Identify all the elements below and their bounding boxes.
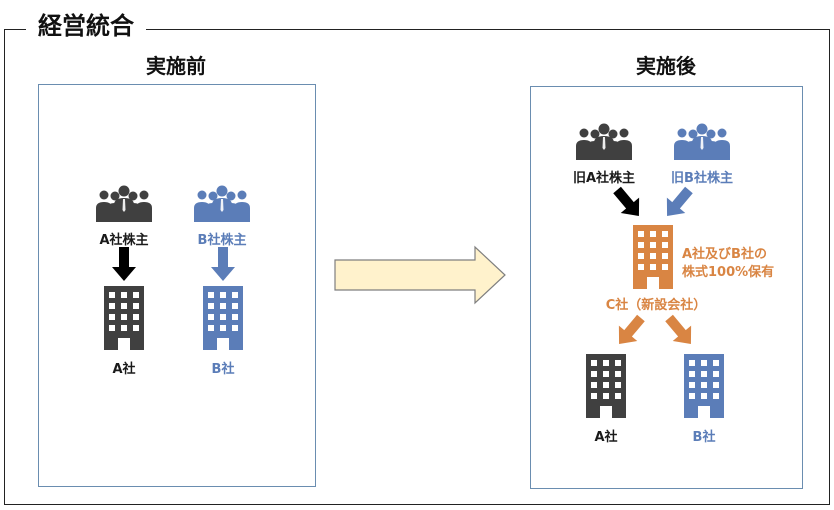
company-c-label: C社（新設会社） xyxy=(605,298,707,313)
building-icon xyxy=(203,286,243,350)
building-icon xyxy=(104,286,144,350)
diagram-title: 経営統合 xyxy=(26,6,146,46)
company-a-after-label: A社 xyxy=(594,430,618,445)
building-icon xyxy=(684,354,724,418)
people-group-icon xyxy=(576,123,632,160)
old-shareholder-a-label: 旧A社株主 xyxy=(572,171,636,186)
company-b-label: B社 xyxy=(211,362,235,377)
before-heading: 実施前 xyxy=(146,54,206,78)
arrow-down-icon xyxy=(112,247,136,281)
building-icon xyxy=(633,225,673,289)
company-a-label: A社 xyxy=(112,362,136,377)
holding-note-line1: A社及びB社の xyxy=(682,247,767,262)
people-group-icon xyxy=(194,185,250,222)
arrow-down-icon xyxy=(618,314,645,345)
arrow-down-icon xyxy=(665,314,692,345)
arrow-right-icon xyxy=(334,245,506,305)
after-heading: 実施後 xyxy=(636,54,696,78)
people-group-icon xyxy=(96,185,152,222)
shareholder-b-label: B社株主 xyxy=(197,233,247,248)
shareholder-a-label: A社株主 xyxy=(99,233,149,248)
arrow-down-icon xyxy=(666,186,693,217)
diagram-frame xyxy=(4,29,830,505)
building-icon xyxy=(586,354,626,418)
arrow-down-icon xyxy=(211,247,235,281)
old-shareholder-b-label: 旧B社株主 xyxy=(671,171,733,186)
company-b-after-label: B社 xyxy=(692,430,716,445)
people-group-icon xyxy=(674,123,730,160)
before-panel xyxy=(38,84,316,487)
holding-note-line2: 株式100%保有 xyxy=(682,265,775,280)
arrow-down-icon xyxy=(613,186,640,217)
